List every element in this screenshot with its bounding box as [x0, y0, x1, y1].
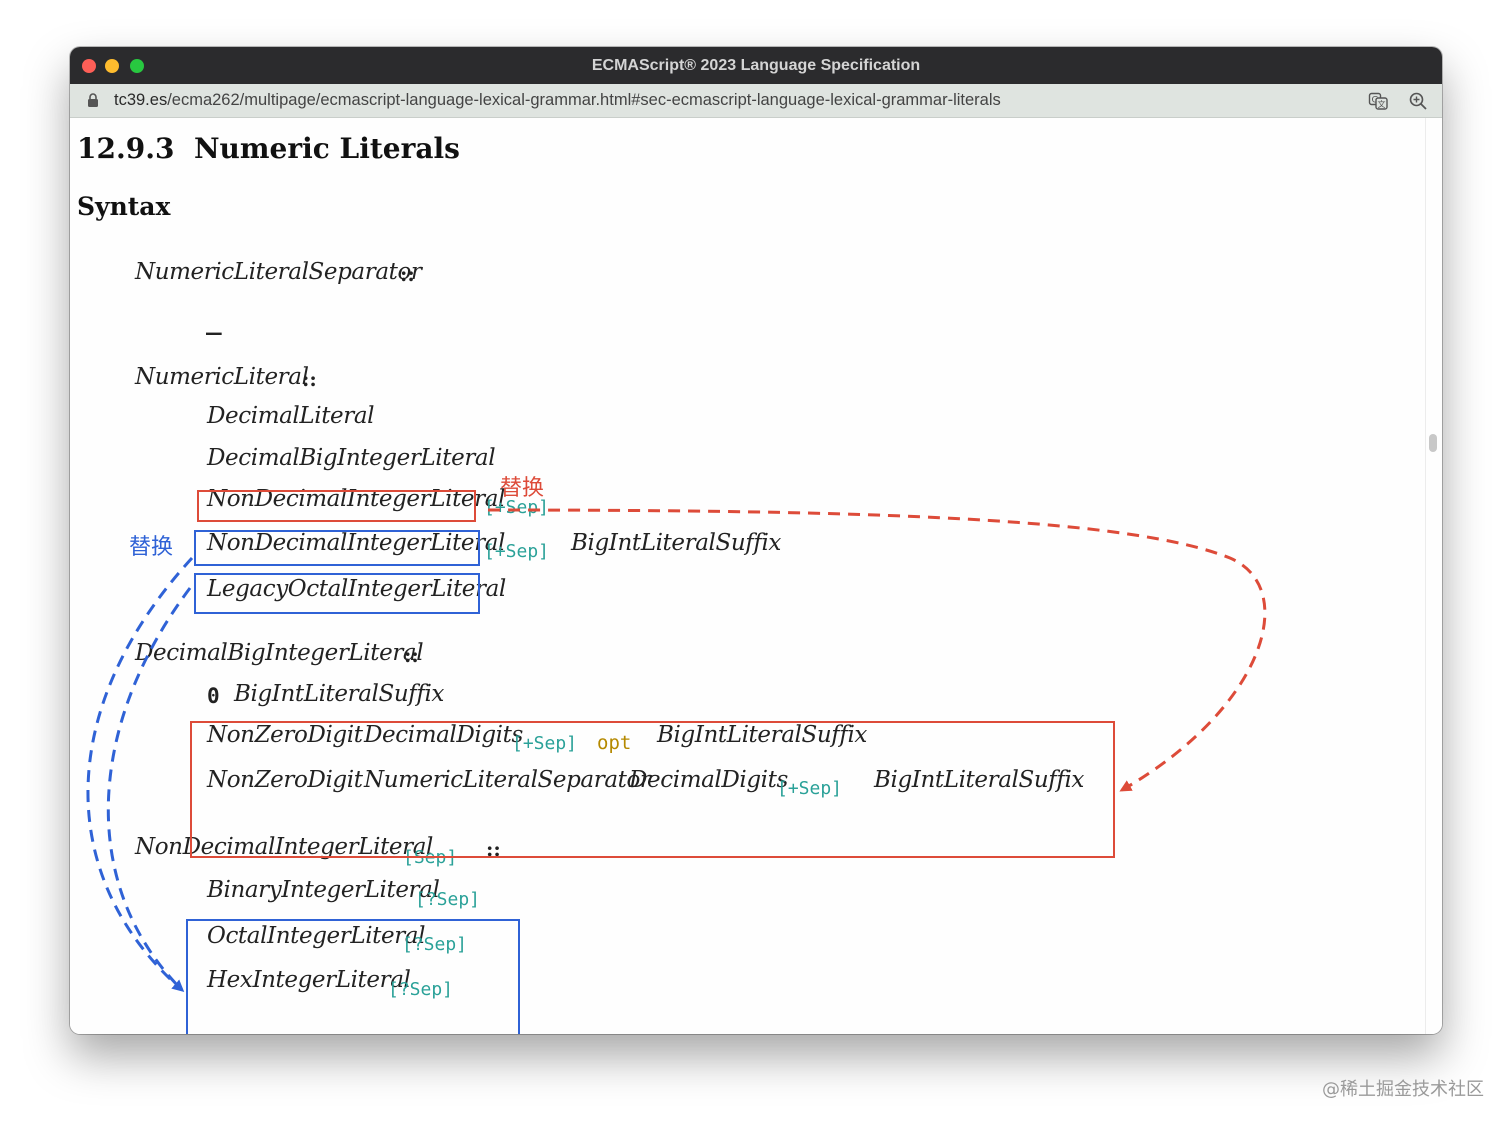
rhs-hex-integer-literal[interactable]: HexIntegerLiteral	[207, 967, 411, 993]
zoom-icon[interactable]	[1408, 91, 1428, 111]
rhs-non-decimal-integer-literal-bigint[interactable]: NonDecimalIntegerLiteral	[207, 530, 505, 556]
terminal-zero: 0	[207, 684, 220, 708]
url-text[interactable]: tc39.es/ecma262/multipage/ecmascript-lan…	[114, 84, 1001, 117]
rhs-param-sep: [+Sep]	[484, 541, 550, 562]
rhs-decimal-literal[interactable]: DecimalLiteral	[207, 403, 375, 429]
rhs-bigint-literal-suffix[interactable]: BigIntLiteralSuffix	[571, 530, 781, 556]
page-content: 12.9.3 Numeric Literals Syntax NumericLi…	[70, 118, 1442, 1034]
section-number: 12.9.3	[77, 132, 175, 165]
numeric-literal-colons: ::	[302, 367, 317, 391]
separator-terminal: _	[206, 306, 222, 336]
lock-icon	[88, 93, 98, 107]
separator-colons: ::	[400, 262, 415, 286]
rhs-bigint-literal-suffix[interactable]: BigIntLiteralSuffix	[234, 681, 444, 707]
rhs-param-qsep: [?Sep]	[402, 934, 468, 955]
title-bar: ECMAScript® 2023 Language Specification	[70, 47, 1442, 84]
address-bar[interactable]: tc39.es/ecma262/multipage/ecmascript-lan…	[70, 84, 1442, 118]
minimize-window-button[interactable]	[105, 59, 119, 73]
window-title: ECMAScript® 2023 Language Specification	[591, 57, 921, 74]
replace-label-red: 替换	[500, 476, 545, 501]
section-heading: 12.9.3 Numeric Literals	[77, 132, 460, 165]
highlight-box-decimal-bigint-production	[190, 721, 1115, 858]
watermark: @稀土掘金技术社区	[1322, 1079, 1484, 1100]
numeric-literal-lhs[interactable]: NumericLiteral	[135, 364, 309, 390]
non-decimal-colons: ::	[486, 837, 501, 861]
svg-text:文: 文	[1378, 99, 1386, 109]
rhs-legacy-octal-integer-literal[interactable]: LegacyOctalIntegerLiteral	[207, 576, 506, 602]
rhs-binary-integer-literal[interactable]: BinaryIntegerLiteral	[207, 877, 440, 903]
rhs-non-zero-digit[interactable]: NonZeroDigit	[207, 722, 363, 748]
url-path: /ecma262/multipage/ecmascript-language-l…	[167, 91, 1001, 109]
close-window-button[interactable]	[82, 59, 96, 73]
svg-text:G: G	[1372, 96, 1379, 106]
blue-dashed-arrow	[86, 556, 194, 992]
highlight-box-decimal-bigint	[197, 490, 476, 522]
browser-window: ECMAScript® 2023 Language Specification …	[70, 47, 1442, 1034]
replace-label-blue: 替换	[129, 535, 174, 560]
url-domain: tc39.es	[114, 91, 168, 109]
highlight-box-non-decimal-bigint	[194, 573, 480, 614]
rhs-octal-integer-literal[interactable]: OctalIntegerLiteral	[207, 923, 426, 949]
zoom-window-button[interactable]	[130, 59, 144, 73]
decimal-bigint-colons: ::	[404, 643, 419, 667]
decimal-bigint-lhs[interactable]: DecimalBigIntegerLiteral	[135, 640, 424, 666]
section-title: Numeric Literals	[193, 132, 460, 165]
rhs-decimal-bigint-literal[interactable]: DecimalBigIntegerLiteral	[207, 445, 496, 471]
syntax-heading: Syntax	[77, 192, 171, 221]
rhs-param-qsep: [?Sep]	[415, 889, 481, 910]
highlight-box-non-decimal	[194, 530, 480, 566]
translate-icon[interactable]: G 文	[1368, 91, 1388, 111]
rhs-param-qsep: [?Sep]	[388, 979, 454, 1000]
highlight-box-non-decimal-production	[186, 919, 520, 1034]
scrollbar-track[interactable]	[1425, 118, 1426, 1034]
rhs-non-zero-digit[interactable]: NonZeroDigit	[207, 767, 363, 793]
scrollbar-thumb[interactable]	[1429, 434, 1437, 452]
separator-lhs[interactable]: NumericLiteralSeparator	[135, 259, 422, 285]
